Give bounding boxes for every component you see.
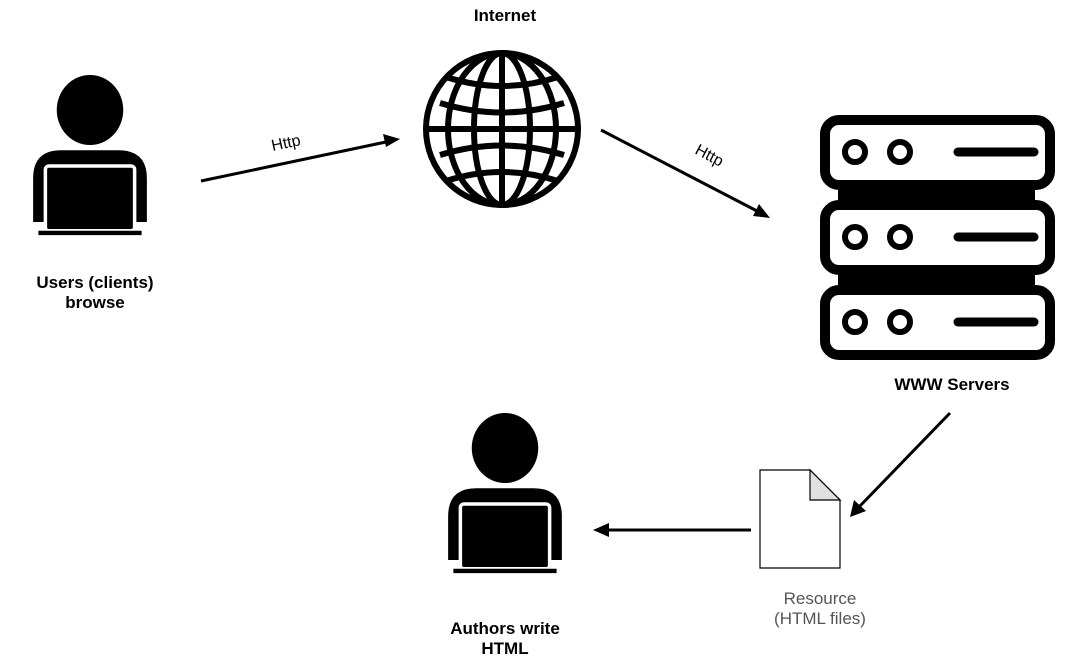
internet-label: Internet — [473, 6, 537, 25]
arrow-servers-to-resource — [850, 411, 952, 517]
resource-label-line-1: Resource — [783, 589, 857, 608]
resource-label: Resource (HTML files) — [740, 589, 900, 629]
authors-label-line-2: HTML — [481, 639, 529, 658]
resource-label-line-2: (HTML files) — [774, 609, 866, 628]
user-laptop-icon — [31, 75, 149, 238]
globe-icon — [423, 50, 581, 208]
users-label-line-2: browse — [65, 293, 125, 312]
arrow-users-to-internet — [200, 134, 400, 183]
users-label: Users (clients) browse — [10, 273, 180, 313]
arrow-internet-to-servers — [600, 128, 770, 218]
server-rack-icon — [820, 115, 1055, 360]
edge-label-users-internet: Http — [270, 132, 302, 155]
servers-label: WWW Servers — [894, 375, 1010, 394]
authors-label-line-1: Authors write — [450, 619, 560, 638]
document-icon — [759, 468, 842, 569]
users-label-line-1: Users (clients) — [36, 273, 154, 292]
authors-label: Authors write HTML — [420, 619, 590, 659]
edge-label-internet-servers: Http — [692, 142, 726, 171]
user-laptop-icon — [446, 413, 564, 576]
arrow-resource-to-authors — [593, 523, 751, 537]
